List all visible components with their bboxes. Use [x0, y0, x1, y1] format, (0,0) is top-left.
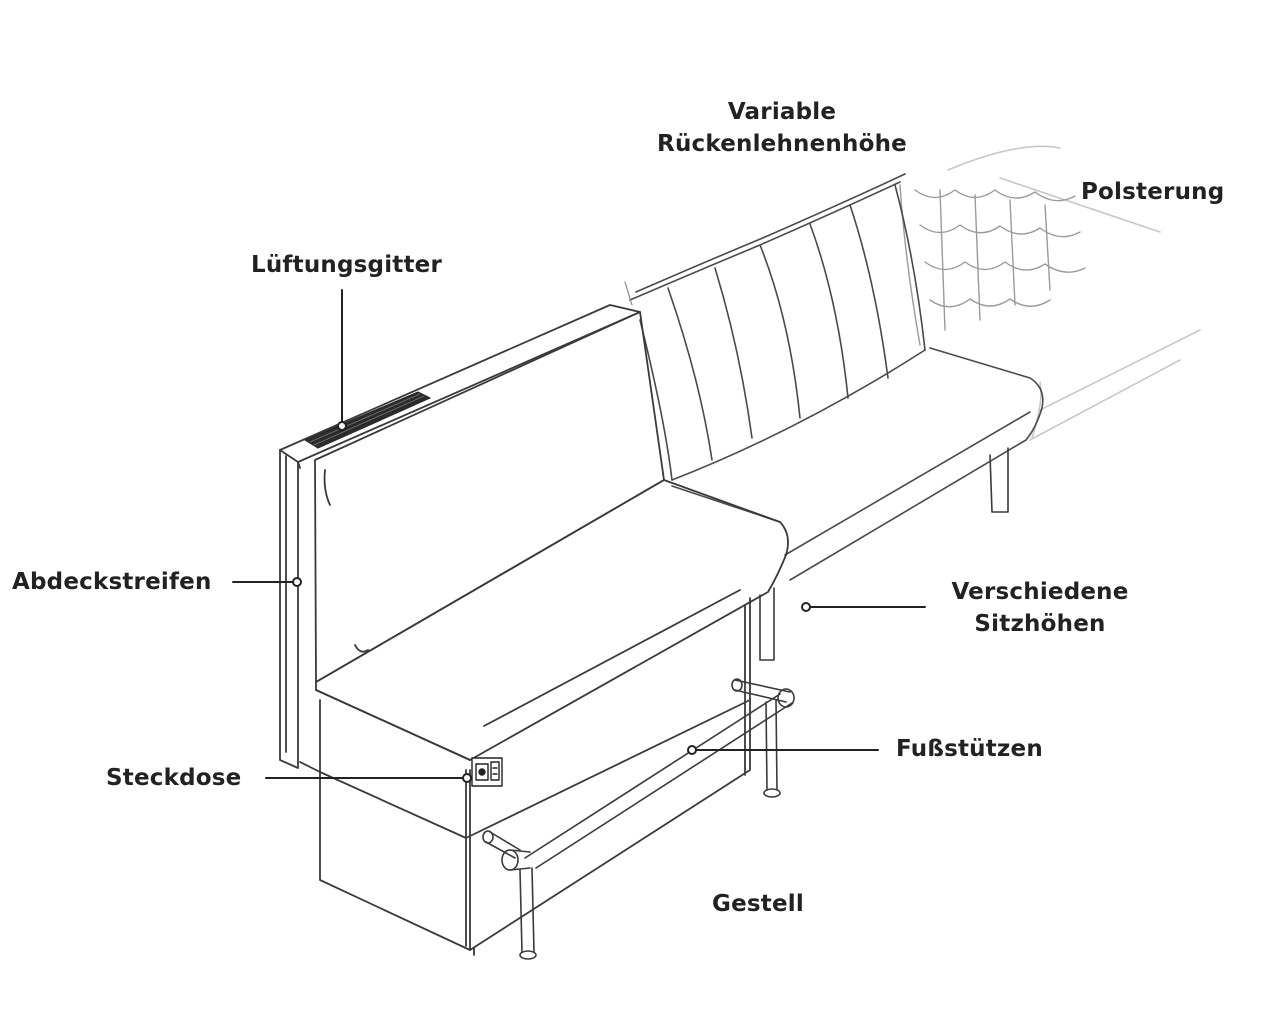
label-seat-heights-line1: Verschiedene [951, 579, 1129, 605]
label-cover-strip: Abdeckstreifen [12, 569, 212, 595]
faint-extension [947, 145, 1201, 441]
label-variable-line1: Variable [727, 99, 837, 125]
label-power-outlet: Steckdose [106, 765, 242, 791]
power-outlet [471, 757, 503, 787]
front-bench [279, 281, 789, 956]
ventilation-grille [304, 391, 431, 449]
label-ventilation-grille: Lüftungsgitter [251, 252, 443, 278]
frame-legs [519, 699, 781, 960]
leader-dots [292, 421, 811, 783]
leader-lines [232, 289, 926, 779]
tufted-upholstery [899, 184, 1086, 346]
label-seat-heights: Verschiedene Sitzhöhen [940, 576, 1140, 640]
middle-leg [759, 447, 1009, 661]
label-seat-heights-line2: Sitzhöhen [974, 611, 1106, 637]
channel-backrest [629, 173, 926, 481]
label-frame: Gestell [712, 891, 804, 917]
label-variable-backrest-height: Variable Rückenlehnenhöhe [642, 96, 922, 160]
label-footrest: Fußstützen [896, 736, 1043, 762]
middle-seat [671, 347, 1044, 581]
footrest [482, 678, 795, 871]
label-upholstery: Polsterung [1081, 179, 1225, 205]
label-variable-line2: Rückenlehnenhöhe [657, 131, 907, 157]
